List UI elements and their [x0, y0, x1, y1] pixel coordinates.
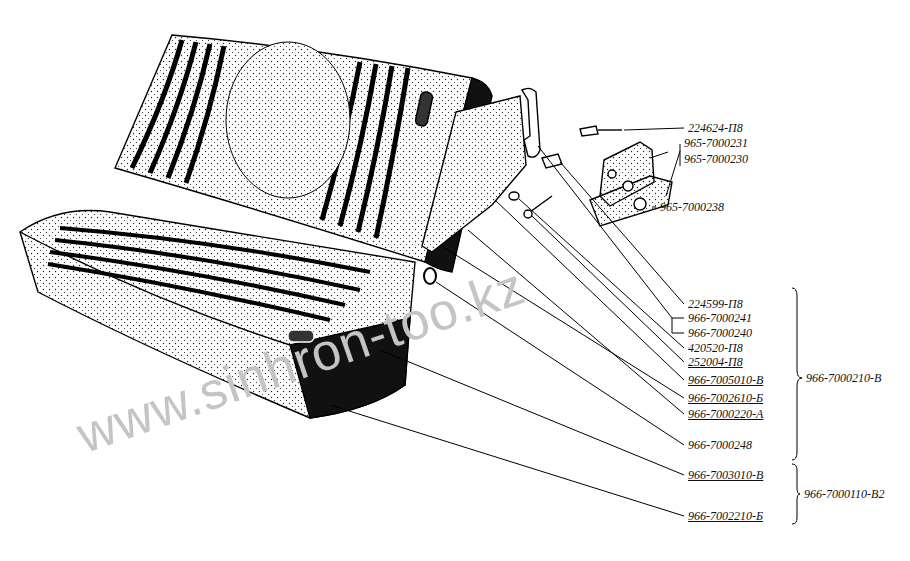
- part-number: 966-7005010-В: [688, 373, 763, 387]
- assembly-number: 966-7000210-В: [806, 371, 881, 385]
- part-number: 966-7000248: [688, 438, 752, 452]
- part-number: 252004-П8: [688, 355, 743, 369]
- part-number: 420520-П8: [688, 341, 743, 355]
- part-number: 965-7000238: [660, 200, 724, 214]
- part-number: 965-7000231: [684, 136, 748, 150]
- assembly-number: 966-7000110-В2: [804, 487, 884, 501]
- part-number: 966-7000240: [688, 326, 752, 340]
- part-number: 224624-П8: [688, 121, 743, 135]
- part-number: 966-7002610-Б: [688, 391, 763, 405]
- part-number: 966-7000241: [688, 311, 752, 325]
- part-number: 224599-П8: [688, 297, 743, 311]
- part-number: 966-7000220-А: [688, 407, 763, 421]
- part-number: 965-7000230: [684, 152, 748, 166]
- part-number: 966-7002210-Б: [688, 509, 763, 523]
- part-number: 966-7003010-В: [688, 468, 763, 482]
